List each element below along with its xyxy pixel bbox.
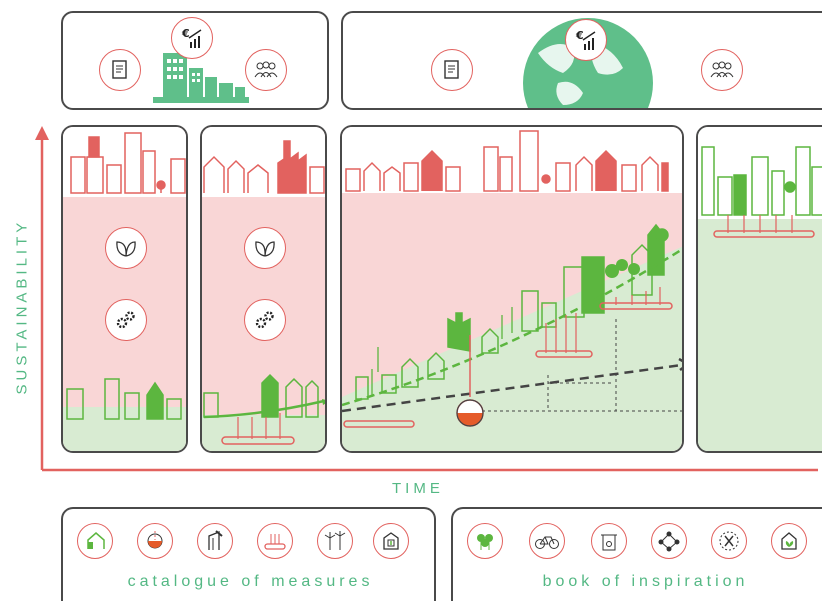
phase-panel-3 xyxy=(340,125,684,453)
globe-illustration xyxy=(523,18,653,108)
inspiration-panel: book of inspiration xyxy=(451,507,822,601)
network-icon[interactable] xyxy=(651,523,687,559)
floor-heating-icon[interactable] xyxy=(257,523,293,559)
phase-panel-1 xyxy=(61,125,188,453)
waste-bin-icon[interactable] xyxy=(591,523,627,559)
trees-icon[interactable] xyxy=(467,523,503,559)
house-icon[interactable] xyxy=(77,523,113,559)
gears-icon xyxy=(105,299,147,341)
greenhouse-icon[interactable] xyxy=(771,523,807,559)
top-panel-right: € xyxy=(341,11,822,110)
phase-2-illustration xyxy=(202,127,325,451)
inspiration-label: book of inspiration xyxy=(542,573,749,590)
battery-icon[interactable] xyxy=(373,523,409,559)
leaf-icon xyxy=(105,227,147,269)
phase-1-illustration xyxy=(63,127,186,451)
people-icon xyxy=(701,49,743,91)
catalogue-label: catalogue of measures xyxy=(127,573,374,590)
catalogue-panel: catalogue of measures xyxy=(61,507,436,601)
phase-panel-2 xyxy=(200,125,327,453)
leaf-icon xyxy=(244,227,286,269)
phase-4-illustration xyxy=(698,127,822,451)
svg-text:€: € xyxy=(575,29,584,42)
people-icon xyxy=(245,49,287,91)
phase-3-illustration xyxy=(342,127,682,451)
x-axis-label: TIME xyxy=(392,480,444,497)
bicycle-icon[interactable] xyxy=(529,523,565,559)
heat-storage-icon[interactable] xyxy=(137,523,173,559)
green-city-illustration xyxy=(153,53,249,103)
y-axis-label: SUSTAINABILITY xyxy=(13,218,31,395)
euro-growth-icon: € xyxy=(171,17,213,59)
phase-panel-4 xyxy=(696,125,822,453)
top-panel-left: € xyxy=(61,11,329,110)
euro-growth-icon: € xyxy=(565,19,607,61)
gears-icon xyxy=(244,299,286,341)
wind-turbine-icon[interactable] xyxy=(317,523,353,559)
building-insulation-icon[interactable] xyxy=(197,523,233,559)
food-icon[interactable] xyxy=(711,523,747,559)
document-icon xyxy=(431,49,473,91)
document-icon xyxy=(99,49,141,91)
svg-text:€: € xyxy=(181,27,190,40)
